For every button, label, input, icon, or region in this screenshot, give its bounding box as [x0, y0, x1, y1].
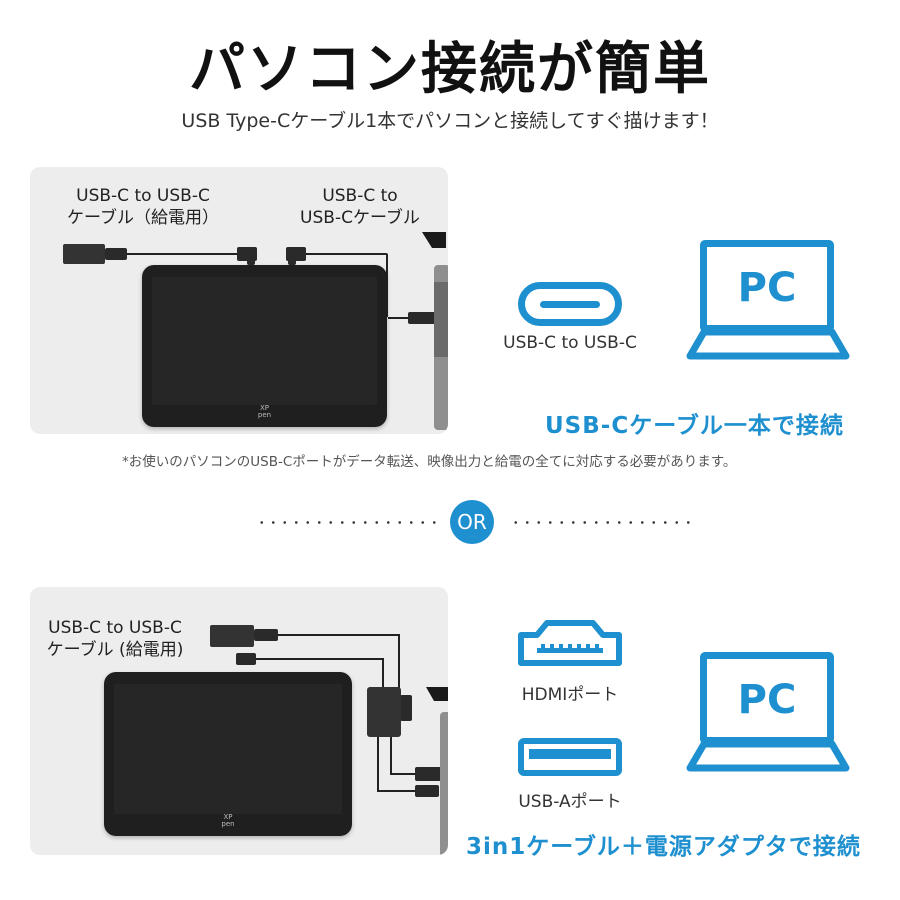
plug-icon	[400, 695, 412, 721]
plug-icon	[254, 629, 278, 641]
dotted-line-left	[256, 521, 438, 524]
plug-icon	[247, 259, 255, 265]
3in1-connection-photo: USB-C to USB-C ケーブル (給電用) XP pen	[30, 587, 448, 855]
pc-label: PC	[737, 265, 797, 311]
plug-icon	[288, 259, 296, 265]
usb-a-plug-icon	[415, 785, 439, 797]
laptop-side-shade	[434, 282, 448, 357]
cable-icon	[127, 253, 237, 255]
usb-c-label: USB-C to USB-C	[503, 333, 637, 353]
laptop-screen-outline: PC	[700, 652, 834, 744]
cable-icon	[278, 634, 398, 636]
power-adapter-icon	[210, 625, 254, 647]
cable-icon	[398, 634, 400, 698]
laptop-icon: PC	[686, 240, 850, 364]
laptop-base-outline	[686, 740, 850, 772]
logo-line: XP	[259, 404, 270, 412]
page-title: パソコン接続が簡単	[189, 37, 711, 102]
xppen-logo: XP pen	[221, 814, 234, 828]
cable-icon	[377, 790, 417, 792]
plug-icon	[237, 247, 257, 261]
xppen-logo: XP pen	[258, 405, 271, 419]
pen-tablet-display: XP pen	[104, 672, 352, 836]
power-adapter-icon	[63, 244, 105, 264]
logo-line: pen	[257, 411, 272, 419]
laptop-base-outline	[686, 328, 850, 360]
cable-icon	[386, 253, 388, 317]
laptop-icon: PC	[686, 652, 850, 776]
caption-line: USB-Cケーブル	[300, 208, 420, 228]
logo-line: pen	[221, 820, 235, 828]
laptop-side-icon	[440, 712, 448, 855]
hdmi-port-icon	[518, 620, 622, 666]
caption-line: ケーブル (給電用)	[46, 640, 184, 660]
laptop-screen-outline: PC	[700, 240, 834, 332]
logo-line: XP	[223, 813, 233, 821]
cable-icon	[390, 737, 392, 775]
cable-icon	[256, 658, 382, 660]
usb-a-label: USB-Aポート	[518, 792, 622, 812]
usb-c-port-icon	[518, 282, 622, 326]
cable-icon	[382, 658, 384, 688]
caption-line: ケーブル（給電用）	[67, 208, 219, 228]
power-cable-caption: USB-C to USB-C ケーブル (給電用)	[40, 617, 190, 661]
cable-icon	[388, 317, 408, 319]
caption-line: USB-C to	[322, 186, 398, 206]
data-cable-caption: USB-C to USB-Cケーブル	[280, 185, 440, 229]
option1-heading: USB-Cケーブル一本で接続	[545, 413, 844, 439]
or-badge: OR	[450, 500, 494, 544]
pc-label: PC	[737, 677, 797, 723]
usb-c-tongue	[540, 301, 600, 308]
plug-icon	[408, 312, 436, 324]
dotted-line-right	[510, 521, 694, 524]
cable-icon	[377, 737, 379, 792]
compatibility-note: *お使いのパソコンのUSB-Cポートがデータ転送、映像出力と給電の全てに対応する…	[122, 454, 737, 470]
or-divider: OR	[0, 500, 900, 544]
pen-tablet-display: XP pen	[142, 265, 387, 427]
caption-line: USB-C to USB-C	[76, 186, 210, 206]
power-cable-caption: USB-C to USB-C ケーブル（給電用）	[48, 185, 238, 229]
usb-c-connection-photo: USB-C to USB-C ケーブル（給電用） USB-C to USB-Cケ…	[30, 167, 448, 434]
option2-heading: 3in1ケーブル＋電源アダプタで接続	[466, 834, 861, 860]
plug-icon	[286, 247, 306, 261]
cable-icon	[306, 253, 386, 255]
page-subtitle: USB Type-Cケーブル1本でパソコンと接続してすぐ描けます！	[181, 110, 719, 132]
3in1-hub-icon	[367, 687, 401, 737]
usb-a-tongue	[529, 749, 611, 759]
tablet-screen	[152, 277, 377, 405]
plug-icon	[105, 248, 127, 260]
hdmi-plug-icon	[415, 767, 445, 781]
usb-a-port-icon	[518, 738, 622, 776]
plug-icon	[236, 653, 256, 665]
hdmi-label: HDMIポート	[521, 685, 619, 705]
laptop-lid-icon	[426, 687, 448, 701]
laptop-lid-icon	[422, 232, 446, 248]
tablet-screen	[114, 684, 342, 814]
cable-icon	[390, 773, 420, 775]
caption-line: USB-C to USB-C	[48, 618, 182, 638]
